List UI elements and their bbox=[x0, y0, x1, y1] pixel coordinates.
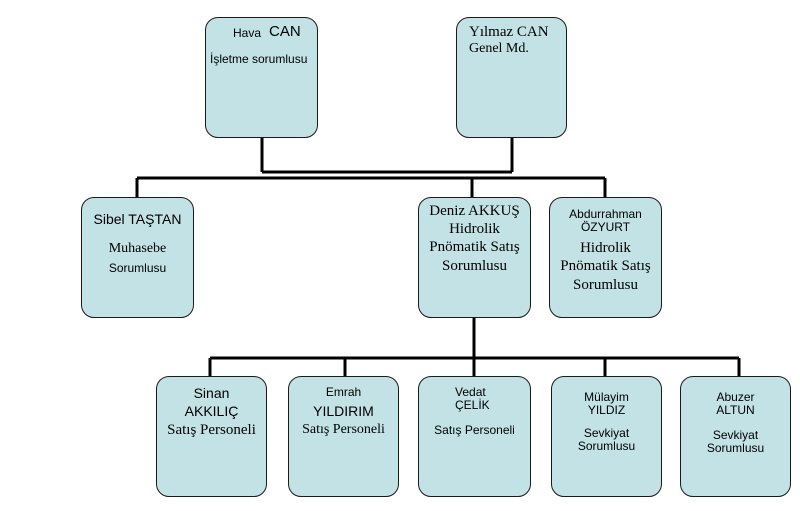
node-abdurrahman-ozyurt-line3: Hidrolik bbox=[580, 240, 631, 256]
node-deniz-akkus-name: Deniz AKKUŞ bbox=[429, 203, 520, 219]
node-abdurrahman-ozyurt: Abdurrahman ÖZYURT Hidrolik Pnömatik Sat… bbox=[549, 197, 662, 318]
node-emrah-yildirim-role: Satış Personeli bbox=[302, 422, 385, 437]
node-sibel-tastan-name: Sibel TAŞTAN bbox=[93, 211, 182, 227]
node-sibel-tastan: Sibel TAŞTAN Muhasebe Sorumlusu bbox=[81, 197, 194, 318]
node-hava-can-first: Hava bbox=[233, 26, 262, 40]
node-sinan-akkilic-role: Satış Personeli bbox=[167, 422, 256, 438]
node-deniz-akkus-line2: Hidrolik bbox=[449, 221, 500, 237]
node-deniz-akkus-line3: Pnömatik Satış bbox=[429, 239, 520, 255]
node-abdurrahman-ozyurt-line5: Sorumlusu bbox=[572, 277, 638, 293]
node-hava-can: Hava CAN İşletme sorumlusu bbox=[205, 17, 318, 138]
node-mulayim-yildiz-first: Mülayim bbox=[584, 390, 629, 404]
node-deniz-akkus-line4: Sorumlusu bbox=[441, 258, 507, 274]
node-emrah-yildirim-first: Emrah bbox=[325, 385, 362, 399]
node-sinan-akkilic-last: AKKILIÇ bbox=[184, 403, 239, 419]
node-abdurrahman-ozyurt-name1: Abdurrahman bbox=[569, 207, 642, 221]
node-emrah-yildirim: Emrah YILDIRIM Satış Personeli bbox=[288, 376, 399, 497]
node-yilmaz-can-name: Yılmaz CAN bbox=[469, 24, 549, 40]
node-vedat-celik-last: ÇELİK bbox=[455, 398, 490, 412]
node-yilmaz-can-role: Genel Md. bbox=[469, 41, 529, 56]
node-vedat-celik: Vedat ÇELİK Satış Personeli bbox=[418, 376, 531, 497]
node-abdurrahman-ozyurt-line4: Pnömatik Satış bbox=[560, 258, 651, 274]
node-sibel-tastan-dept: Muhasebe bbox=[108, 241, 167, 256]
node-deniz-akkus: Deniz AKKUŞ Hidrolik Pnömatik Satış Soru… bbox=[418, 197, 531, 318]
node-vedat-celik-first: Vedat bbox=[455, 385, 486, 399]
node-hava-can-role: İşletme sorumlusu bbox=[210, 52, 308, 66]
node-abuzer-altun-last: ALTUN bbox=[716, 403, 755, 417]
node-abuzer-altun-role2: Sorumlusu bbox=[706, 441, 765, 455]
node-abuzer-altun: Abuzer ALTUN Sevkiyat Sorumlusu bbox=[680, 376, 791, 497]
node-mulayim-yildiz: Mülayim YILDIZ Sevkiyat Sorumlusu bbox=[551, 376, 662, 497]
node-abuzer-altun-first: Abuzer bbox=[716, 390, 755, 404]
node-mulayim-yildiz-last: YILDIZ bbox=[587, 403, 626, 417]
node-mulayim-yildiz-role2: Sorumlusu bbox=[577, 439, 636, 453]
node-abuzer-altun-role1: Sevkiyat bbox=[712, 428, 759, 442]
node-sinan-akkilic-first: Sinan bbox=[193, 385, 230, 401]
node-vedat-celik-role: Satış Personeli bbox=[434, 423, 515, 437]
node-sibel-tastan-role: Sorumlusu bbox=[108, 261, 167, 275]
node-hava-can-last: CAN bbox=[269, 23, 301, 40]
node-yilmaz-can: Yılmaz CAN Genel Md. bbox=[456, 17, 567, 138]
node-sinan-akkilic: Sinan AKKILIÇ Satış Personeli bbox=[156, 376, 267, 497]
node-emrah-yildirim-last: YILDIRIM bbox=[313, 403, 374, 419]
node-abdurrahman-ozyurt-name2: ÖZYURT bbox=[580, 220, 631, 234]
node-mulayim-yildiz-role1: Sevkiyat bbox=[583, 426, 630, 440]
